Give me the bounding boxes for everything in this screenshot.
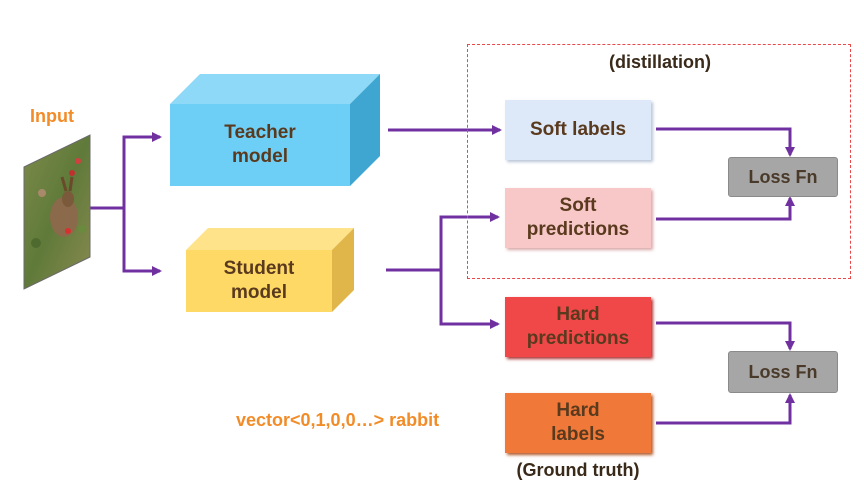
teacher-model-label: Teacher model	[170, 104, 350, 186]
loss-fn-bottom: Loss Fn	[728, 351, 838, 393]
student-line-2: model	[231, 282, 287, 303]
student-model-label: Student model	[186, 250, 332, 312]
teacher-model-box	[170, 74, 380, 186]
distillation-label: (distillation)	[609, 51, 711, 72]
soft-predictions-box: Soft predictions	[505, 188, 651, 248]
arrow-soft-predictions-to-loss	[656, 196, 795, 221]
soft-labels-text: Soft labels	[529, 119, 627, 140]
distillation-region	[467, 44, 851, 279]
arrow-student-to-hard-predictions	[439, 270, 500, 329]
hard-labels-box: Hard labels	[505, 393, 651, 453]
input-label: Input	[30, 106, 74, 126]
loss-fn-top: Loss Fn	[728, 157, 838, 197]
loss-fn-bottom-text: Loss Fn	[748, 362, 818, 382]
student-model-box	[186, 228, 354, 312]
soft-predictions-line-1: Soft	[559, 195, 597, 216]
arrow-input-to-teacher	[90, 132, 162, 210]
student-line-1: Student	[223, 258, 295, 279]
rabbit-image	[23, 134, 91, 290]
teacher-line-1: Teacher	[224, 122, 296, 143]
arrow-hard-labels-to-loss	[656, 393, 795, 425]
arrow-student-to-soft-predictions	[386, 212, 500, 272]
vector-label: vector<0,1,0,0…> rabbit	[236, 410, 440, 430]
hard-labels-line-1: Hard	[556, 400, 600, 421]
arrow-soft-labels-to-loss	[656, 127, 795, 157]
hard-labels-line-2: labels	[551, 424, 605, 445]
arrow-hard-predictions-to-loss	[656, 321, 795, 351]
ground-truth-label: (Ground truth)	[516, 459, 640, 480]
soft-labels-box: Soft labels	[505, 100, 651, 160]
hard-predictions-box: Hard predictions	[505, 297, 651, 357]
arrow-input-to-student	[122, 208, 162, 276]
hard-predictions-line-1: Hard	[556, 304, 600, 325]
teacher-line-2: model	[232, 146, 288, 167]
hard-predictions-line-2: predictions	[526, 328, 630, 349]
loss-fn-top-text: Loss Fn	[748, 167, 818, 187]
soft-predictions-line-2: predictions	[526, 219, 630, 240]
